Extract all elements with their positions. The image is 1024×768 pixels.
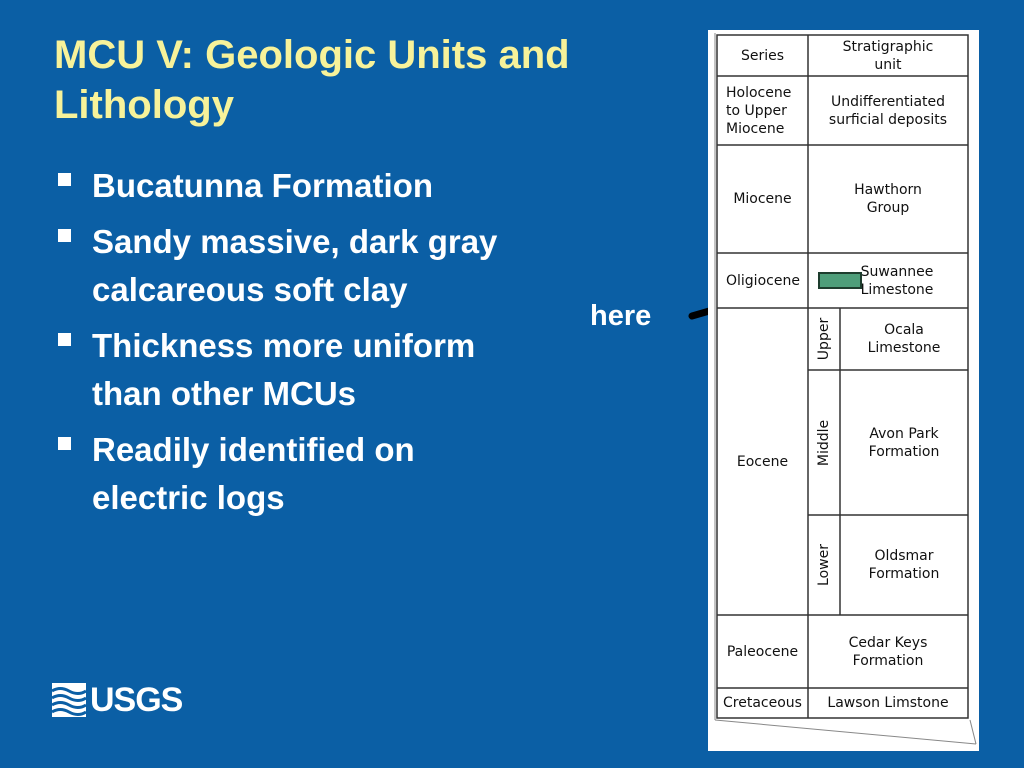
- bucatunna-highlight-marker: [818, 272, 862, 289]
- slide-title: MCU V: Geologic Units and Lithology: [54, 33, 570, 127]
- unit-avon-park: Avon Park Formation: [868, 425, 940, 460]
- bullet-item: Readily identified on electric logs: [56, 426, 506, 522]
- bullet-item: Thickness more uniform than other MCUs: [56, 322, 506, 418]
- header-stratigraphic-unit: Stratigraphic unit: [842, 38, 934, 73]
- usgs-logo-text: USGS: [90, 680, 183, 719]
- series-eocene: Eocene: [736, 453, 789, 470]
- unit-oldsmar: Oldsmar Formation: [868, 548, 940, 582]
- series-holocene: Holocene to Upper Miocene: [726, 84, 792, 137]
- unit-hawthorn: Hawthorn Group: [854, 182, 922, 216]
- table-grid: [714, 33, 977, 745]
- bullet-item: Sandy massive, dark gray calcareous soft…: [56, 218, 506, 314]
- stratigraphic-table: Series Stratigraphic unit Holocene to Up…: [708, 30, 979, 751]
- series-paleocene: Paleocene: [726, 643, 799, 660]
- square-bullet-icon: [58, 437, 71, 450]
- bullet-text: Readily identified on electric logs: [92, 431, 415, 516]
- bullet-item: Bucatunna Formation: [56, 162, 506, 210]
- square-bullet-icon: [58, 173, 71, 186]
- series-miocene: Miocene: [733, 191, 792, 207]
- square-bullet-icon: [58, 333, 71, 346]
- bullet-text: Sandy massive, dark gray calcareous soft…: [92, 223, 498, 308]
- subdivision-lower-label: Lower: [816, 544, 833, 586]
- subdivision-middle-label: Middle: [816, 419, 832, 466]
- subdivision-middle: Middle: [808, 370, 840, 515]
- unit-suwannee: Suwannee Limestone: [860, 263, 934, 298]
- bullet-list: Bucatunna Formation Sandy massive, dark …: [56, 162, 506, 530]
- usgs-logo: USGS: [52, 680, 183, 719]
- series-oligocene: Oligiocene: [726, 272, 800, 289]
- bullet-text: Bucatunna Formation: [92, 167, 434, 204]
- subdivision-upper: Upper: [808, 308, 840, 370]
- arrow-label: here: [590, 300, 652, 332]
- unit-lawson: Lawson Limstone: [827, 695, 949, 711]
- series-cretaceous: Cretaceous: [723, 695, 802, 711]
- bullet-text: Thickness more uniform than other MCUs: [92, 327, 476, 412]
- subdivision-upper-label: Upper: [816, 317, 833, 361]
- header-series: Series: [740, 47, 785, 64]
- unit-undifferentiated: Undifferentiated surficial deposits: [828, 93, 948, 128]
- unit-ocala: Ocala Limestone: [867, 322, 941, 356]
- square-bullet-icon: [58, 229, 71, 242]
- unit-cedar-keys: Cedar Keys Formation: [848, 634, 928, 669]
- usgs-wave-icon: [52, 683, 86, 717]
- subdivision-lower: Lower: [808, 515, 840, 615]
